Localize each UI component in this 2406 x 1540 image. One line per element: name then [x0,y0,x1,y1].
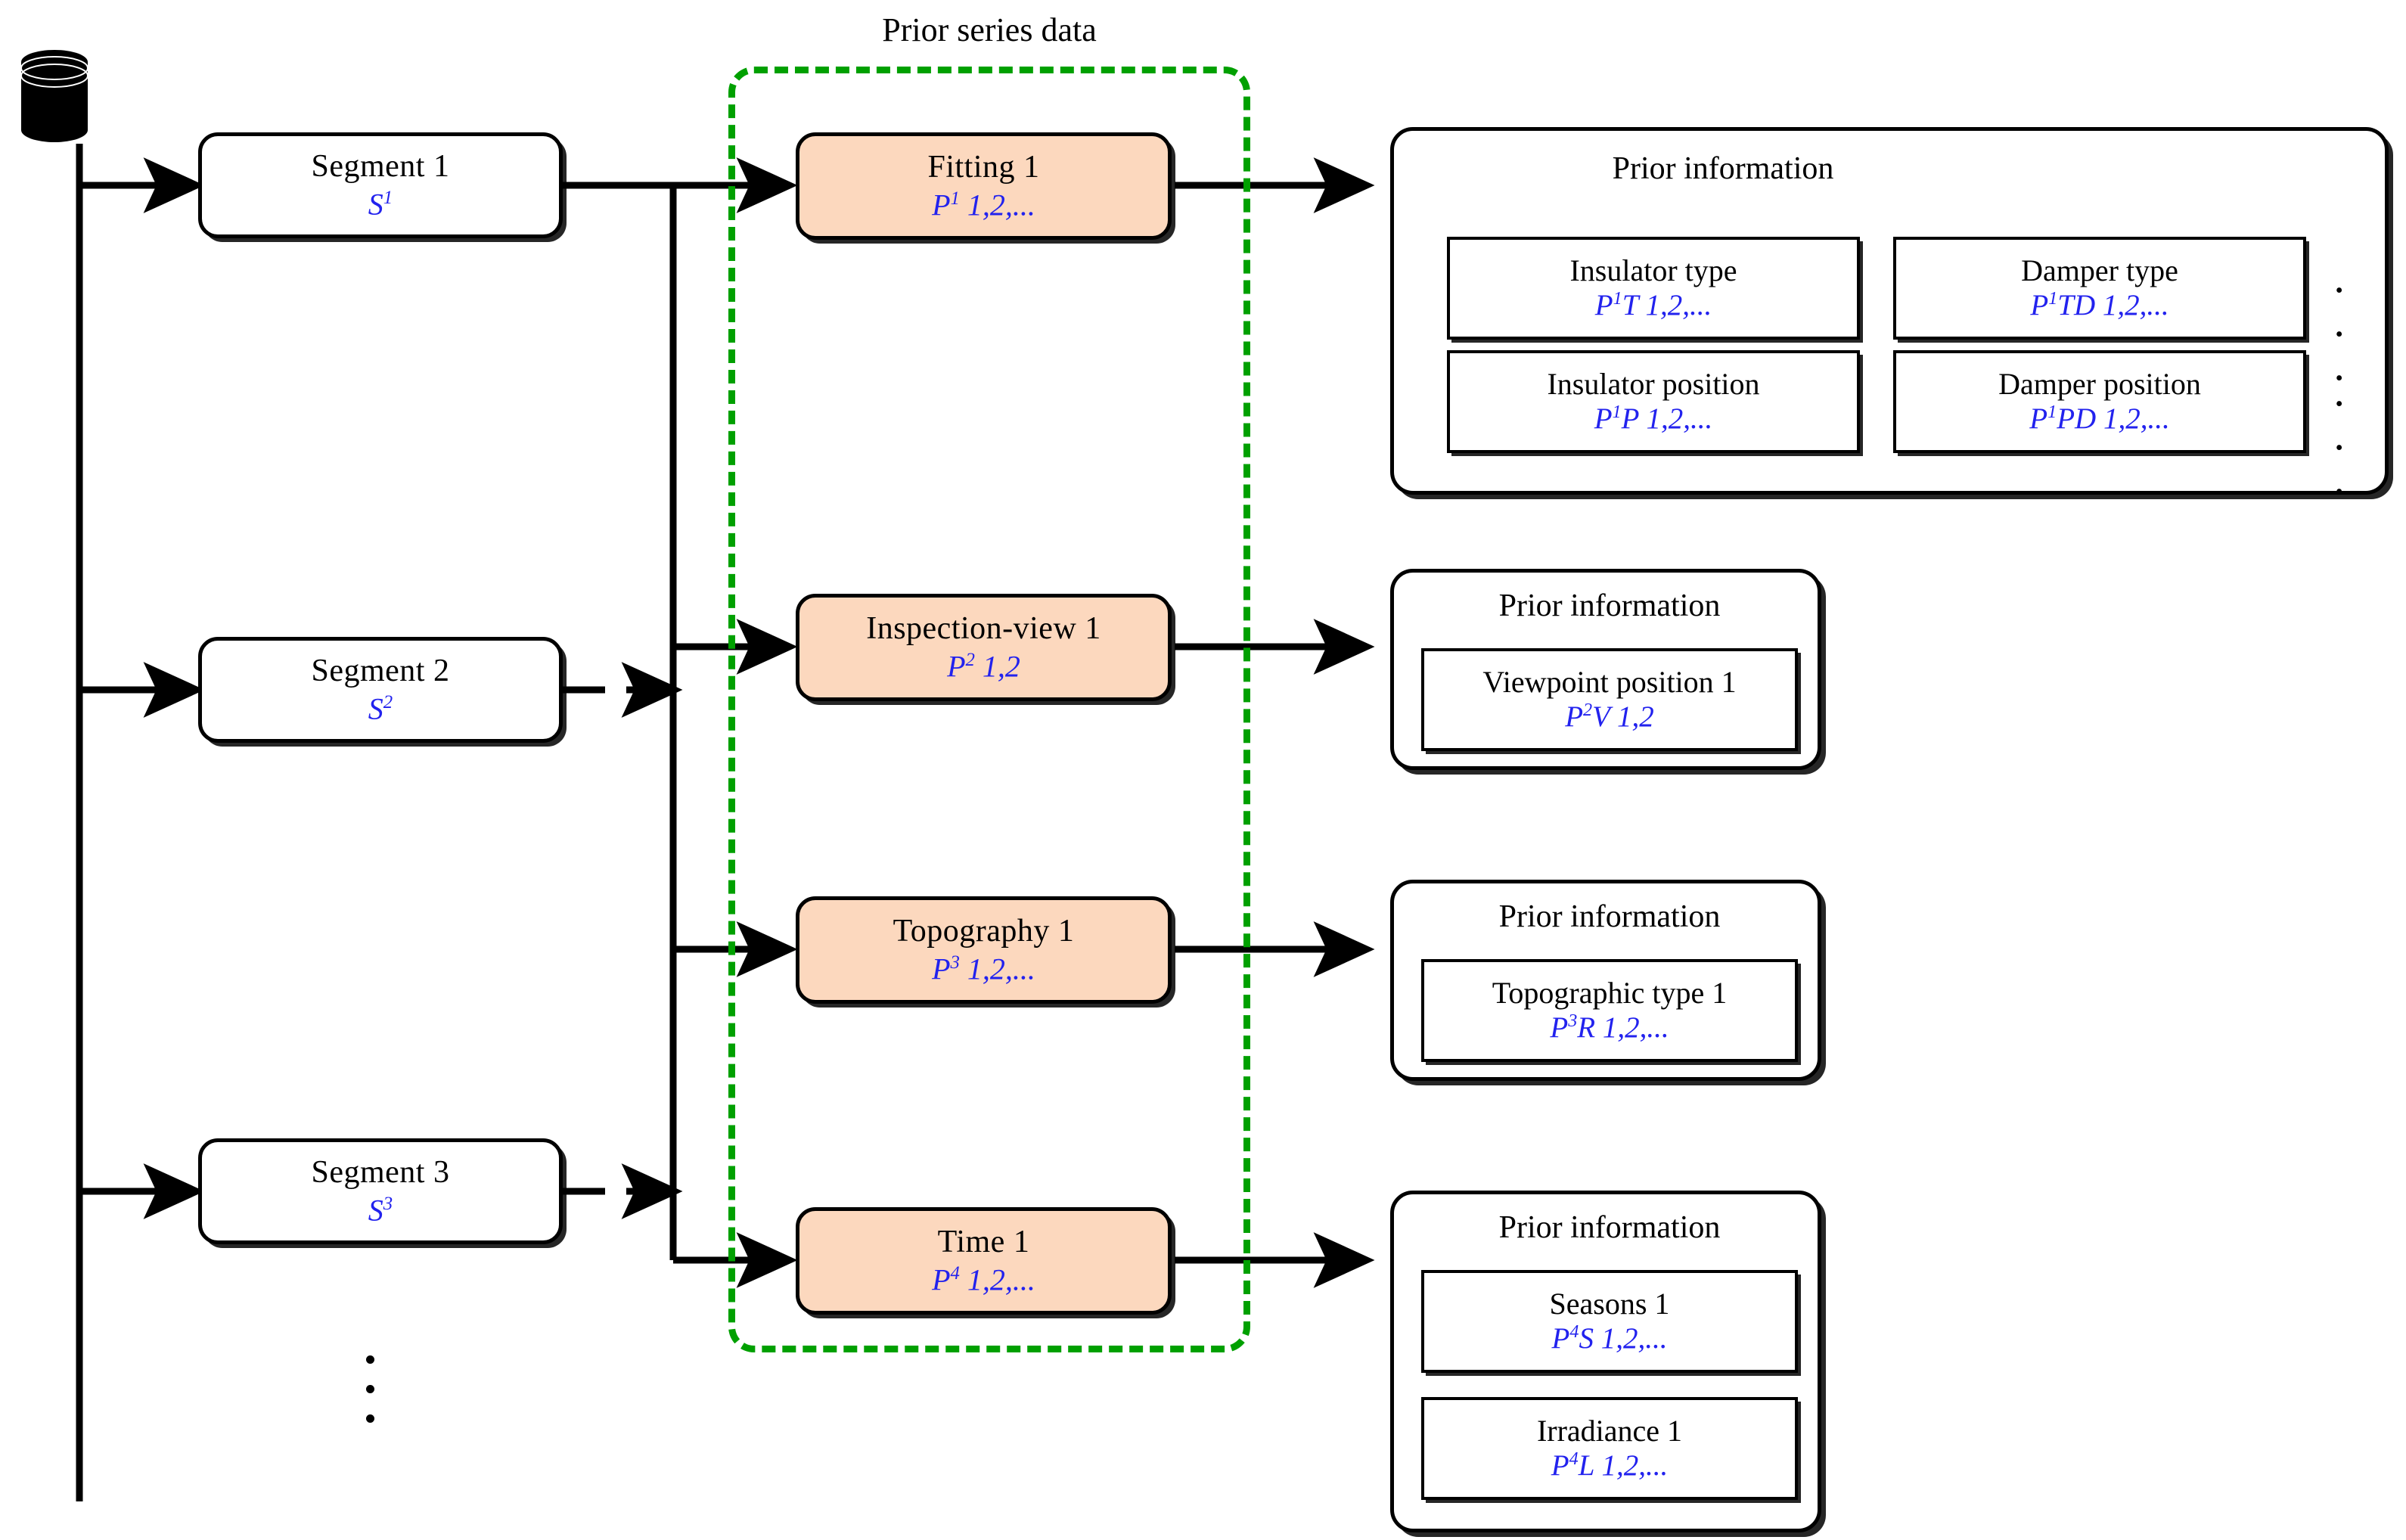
prior-series-symbol: P1 1,2,... [932,188,1035,222]
prior-series-node-fitting[interactable]: Fitting 1 P1 1,2,... [796,132,1172,240]
segment-symbol: S1 [368,187,393,222]
cell-label: Damper position [1998,367,2201,402]
prior-series-label: Topography 1 [893,913,1075,949]
prior-information-cell[interactable]: Insulator position P1P 1,2,... [1447,350,1860,453]
cell-label: Damper type [2021,253,2178,288]
prior-information-cell[interactable]: Damper position P1PD 1,2,... [1893,350,2306,453]
cell-symbol: P1TD 1,2,... [2030,288,2169,322]
segment-node-3[interactable]: Segment 3 S3 [198,1138,563,1244]
panel-more-ellipsis-bottom: · · · [2332,379,2356,516]
prior-series-label: Time 1 [937,1224,1030,1259]
cell-symbol: P1T 1,2,... [1594,288,1712,322]
panel-more-ellipsis-top: · · · [2332,265,2356,402]
segments-more-ellipsis [366,1345,374,1433]
cell-symbol: P3R 1,2,... [1550,1011,1669,1045]
cell-symbol: P4S 1,2,... [1551,1321,1668,1355]
cell-label: Insulator position [1547,367,1760,402]
prior-information-cell[interactable]: Damper type P1TD 1,2,... [1893,237,2306,340]
prior-information-cell[interactable]: Viewpoint position 1 P2V 1,2 [1421,648,1798,751]
prior-information-cell[interactable]: Seasons 1 P4S 1,2,... [1421,1270,1798,1373]
prior-information-panel-inspection-view: Prior information Viewpoint position 1 P… [1390,569,1821,770]
prior-information-cell[interactable]: Irradiance 1 P4L 1,2,... [1421,1397,1798,1500]
prior-information-panel-fitting: Prior information Insulator type P1T 1,2… [1390,127,2389,514]
prior-series-symbol: P3 1,2,... [932,952,1035,986]
panel-title: Prior information [1498,588,1721,623]
prior-series-label: Fitting 1 [927,149,1040,185]
prior-series-symbol: P2 1,2 [947,649,1020,684]
segment-label: Segment 3 [311,1154,450,1190]
prior-series-group-box [728,67,1250,1352]
prior-series-node-topography[interactable]: Topography 1 P3 1,2,... [796,896,1172,1004]
segment-label: Segment 2 [311,653,450,688]
panel-title: Prior information [1498,1210,1721,1245]
cell-label: Seasons 1 [1549,1287,1670,1321]
cell-label: Irradiance 1 [1536,1414,1683,1448]
segment-label: Segment 1 [311,148,450,184]
prior-information-cell[interactable]: Insulator type P1T 1,2,... [1447,237,1860,340]
cell-symbol: P4L 1,2,... [1551,1448,1669,1483]
cell-label: Insulator type [1569,253,1737,288]
prior-information-panel-topography: Prior information Topographic type 1 P3R… [1390,880,1821,1081]
prior-series-symbol: P4 1,2,... [932,1262,1035,1297]
segment-symbol: S3 [368,1193,393,1228]
panel-title: Prior information [1498,899,1721,934]
prior-series-node-time[interactable]: Time 1 P4 1,2,... [796,1207,1172,1315]
database-cylinder-icon [20,50,88,142]
segment-symbol: S2 [368,691,393,726]
prior-series-group-label: Prior series data [882,11,1097,48]
cell-label: Viewpoint position 1 [1482,665,1737,700]
segment-node-2[interactable]: Segment 2 S2 [198,637,563,743]
prior-series-label: Inspection-view 1 [866,610,1101,646]
prior-series-node-inspection-view[interactable]: Inspection-view 1 P2 1,2 [796,594,1172,701]
prior-information-cell[interactable]: Topographic type 1 P3R 1,2,... [1421,959,1798,1062]
panel-title: Prior information [1612,151,1834,186]
segment-node-1[interactable]: Segment 1 S1 [198,132,563,238]
prior-information-panel-time: Prior information Seasons 1 P4S 1,2,... … [1390,1191,1821,1532]
cell-label: Topographic type 1 [1492,976,1728,1011]
cell-symbol: P2V 1,2 [1565,700,1654,734]
cell-symbol: P1P 1,2,... [1594,402,1713,436]
cell-symbol: P1PD 1,2,... [2029,402,2170,436]
